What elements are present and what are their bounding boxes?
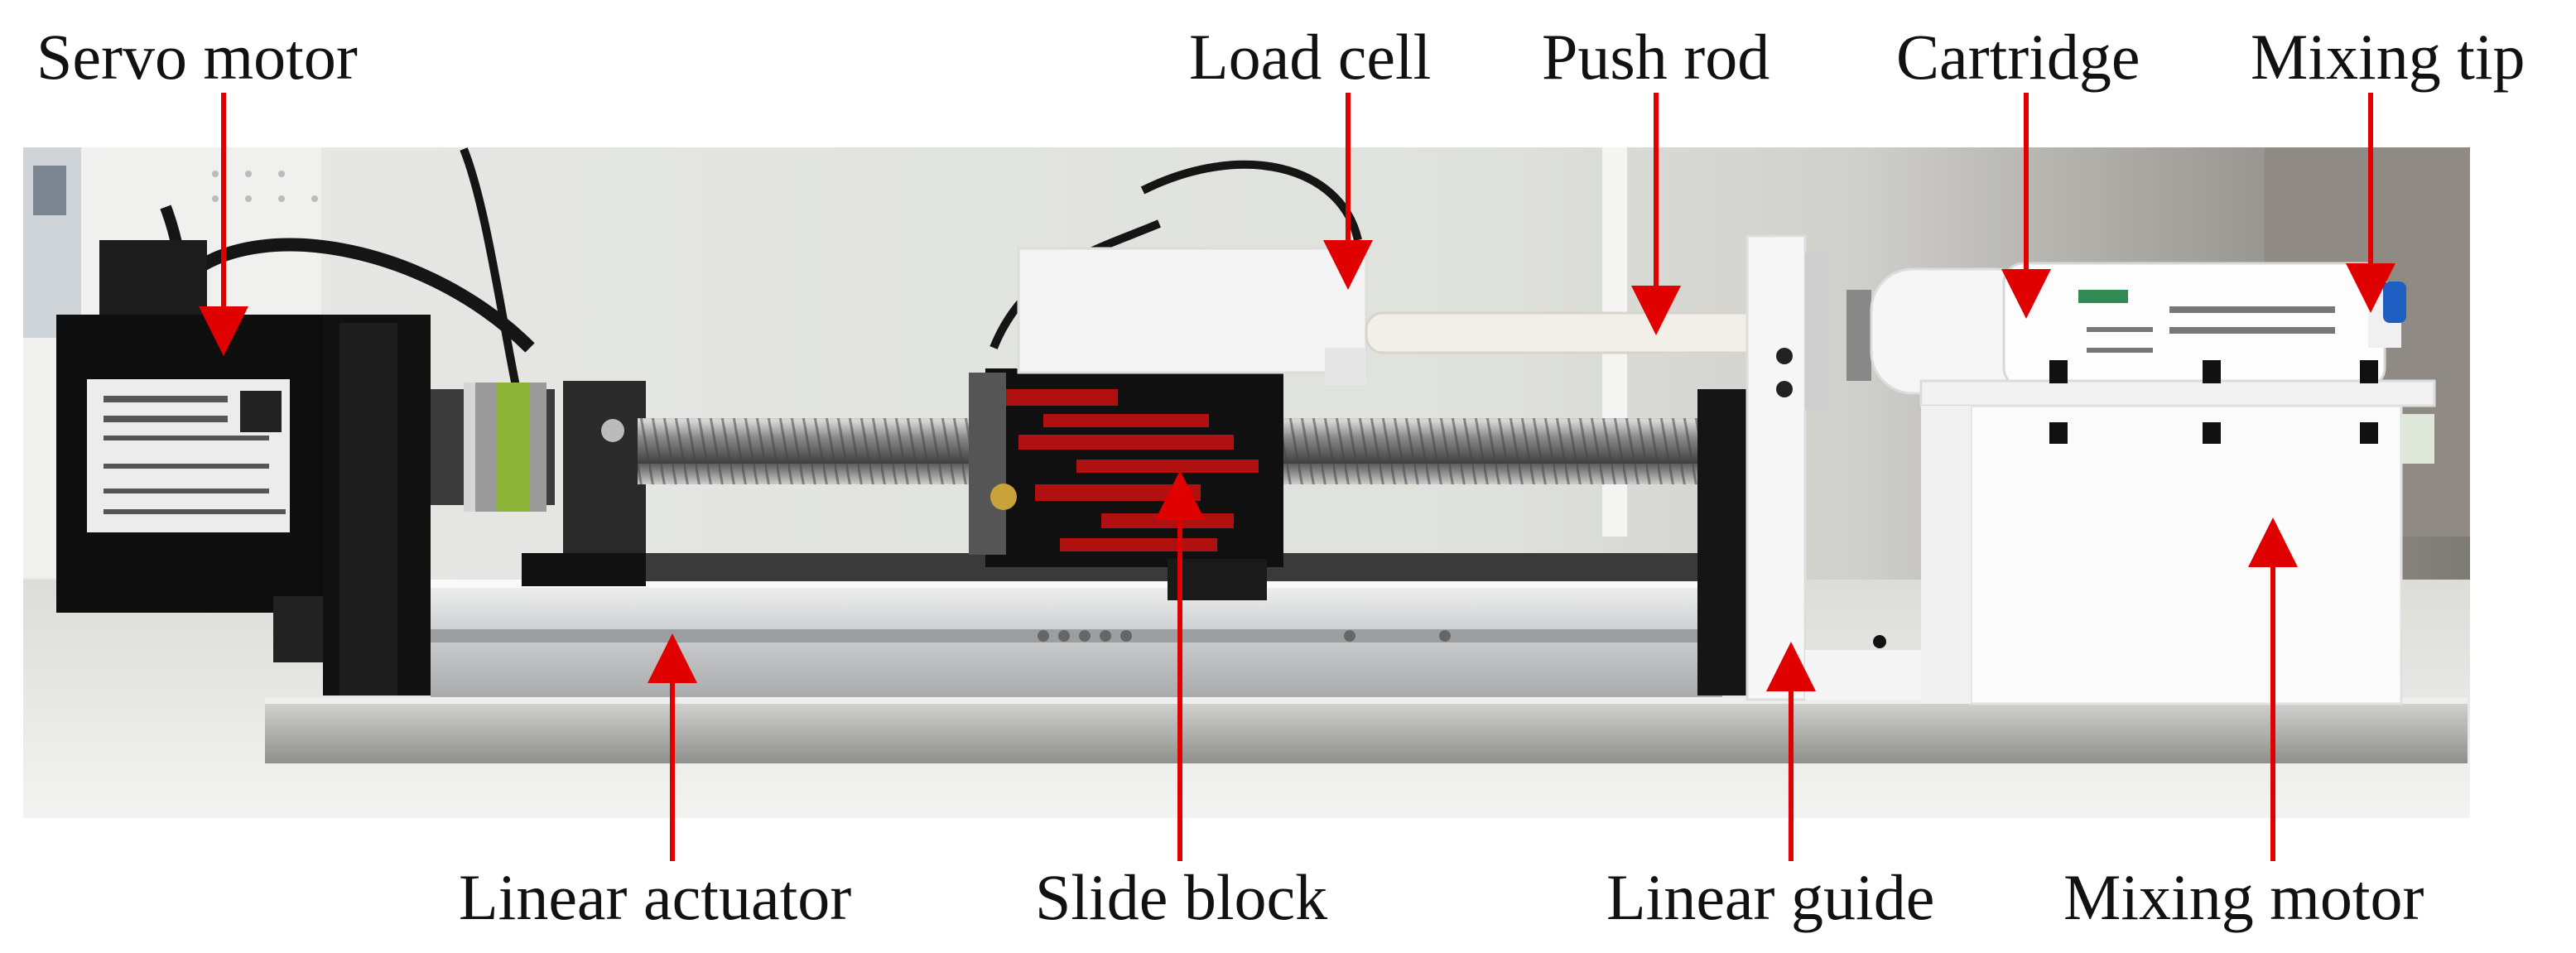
label-mixing-motor: Mixing motor [2063,861,2424,933]
label-cartridge: Cartridge [1896,21,2140,93]
label-servo-motor: Servo motor [36,21,358,93]
label-load-cell: Load cell [1189,21,1432,93]
label-mixing-tip: Mixing tip [2251,21,2525,93]
label-linear-actuator: Linear actuator [459,861,852,933]
label-slide-block: Slide block [1035,861,1328,933]
label-linear-guide: Linear guide [1606,861,1935,933]
label-push-rod: Push rod [1542,21,1770,93]
